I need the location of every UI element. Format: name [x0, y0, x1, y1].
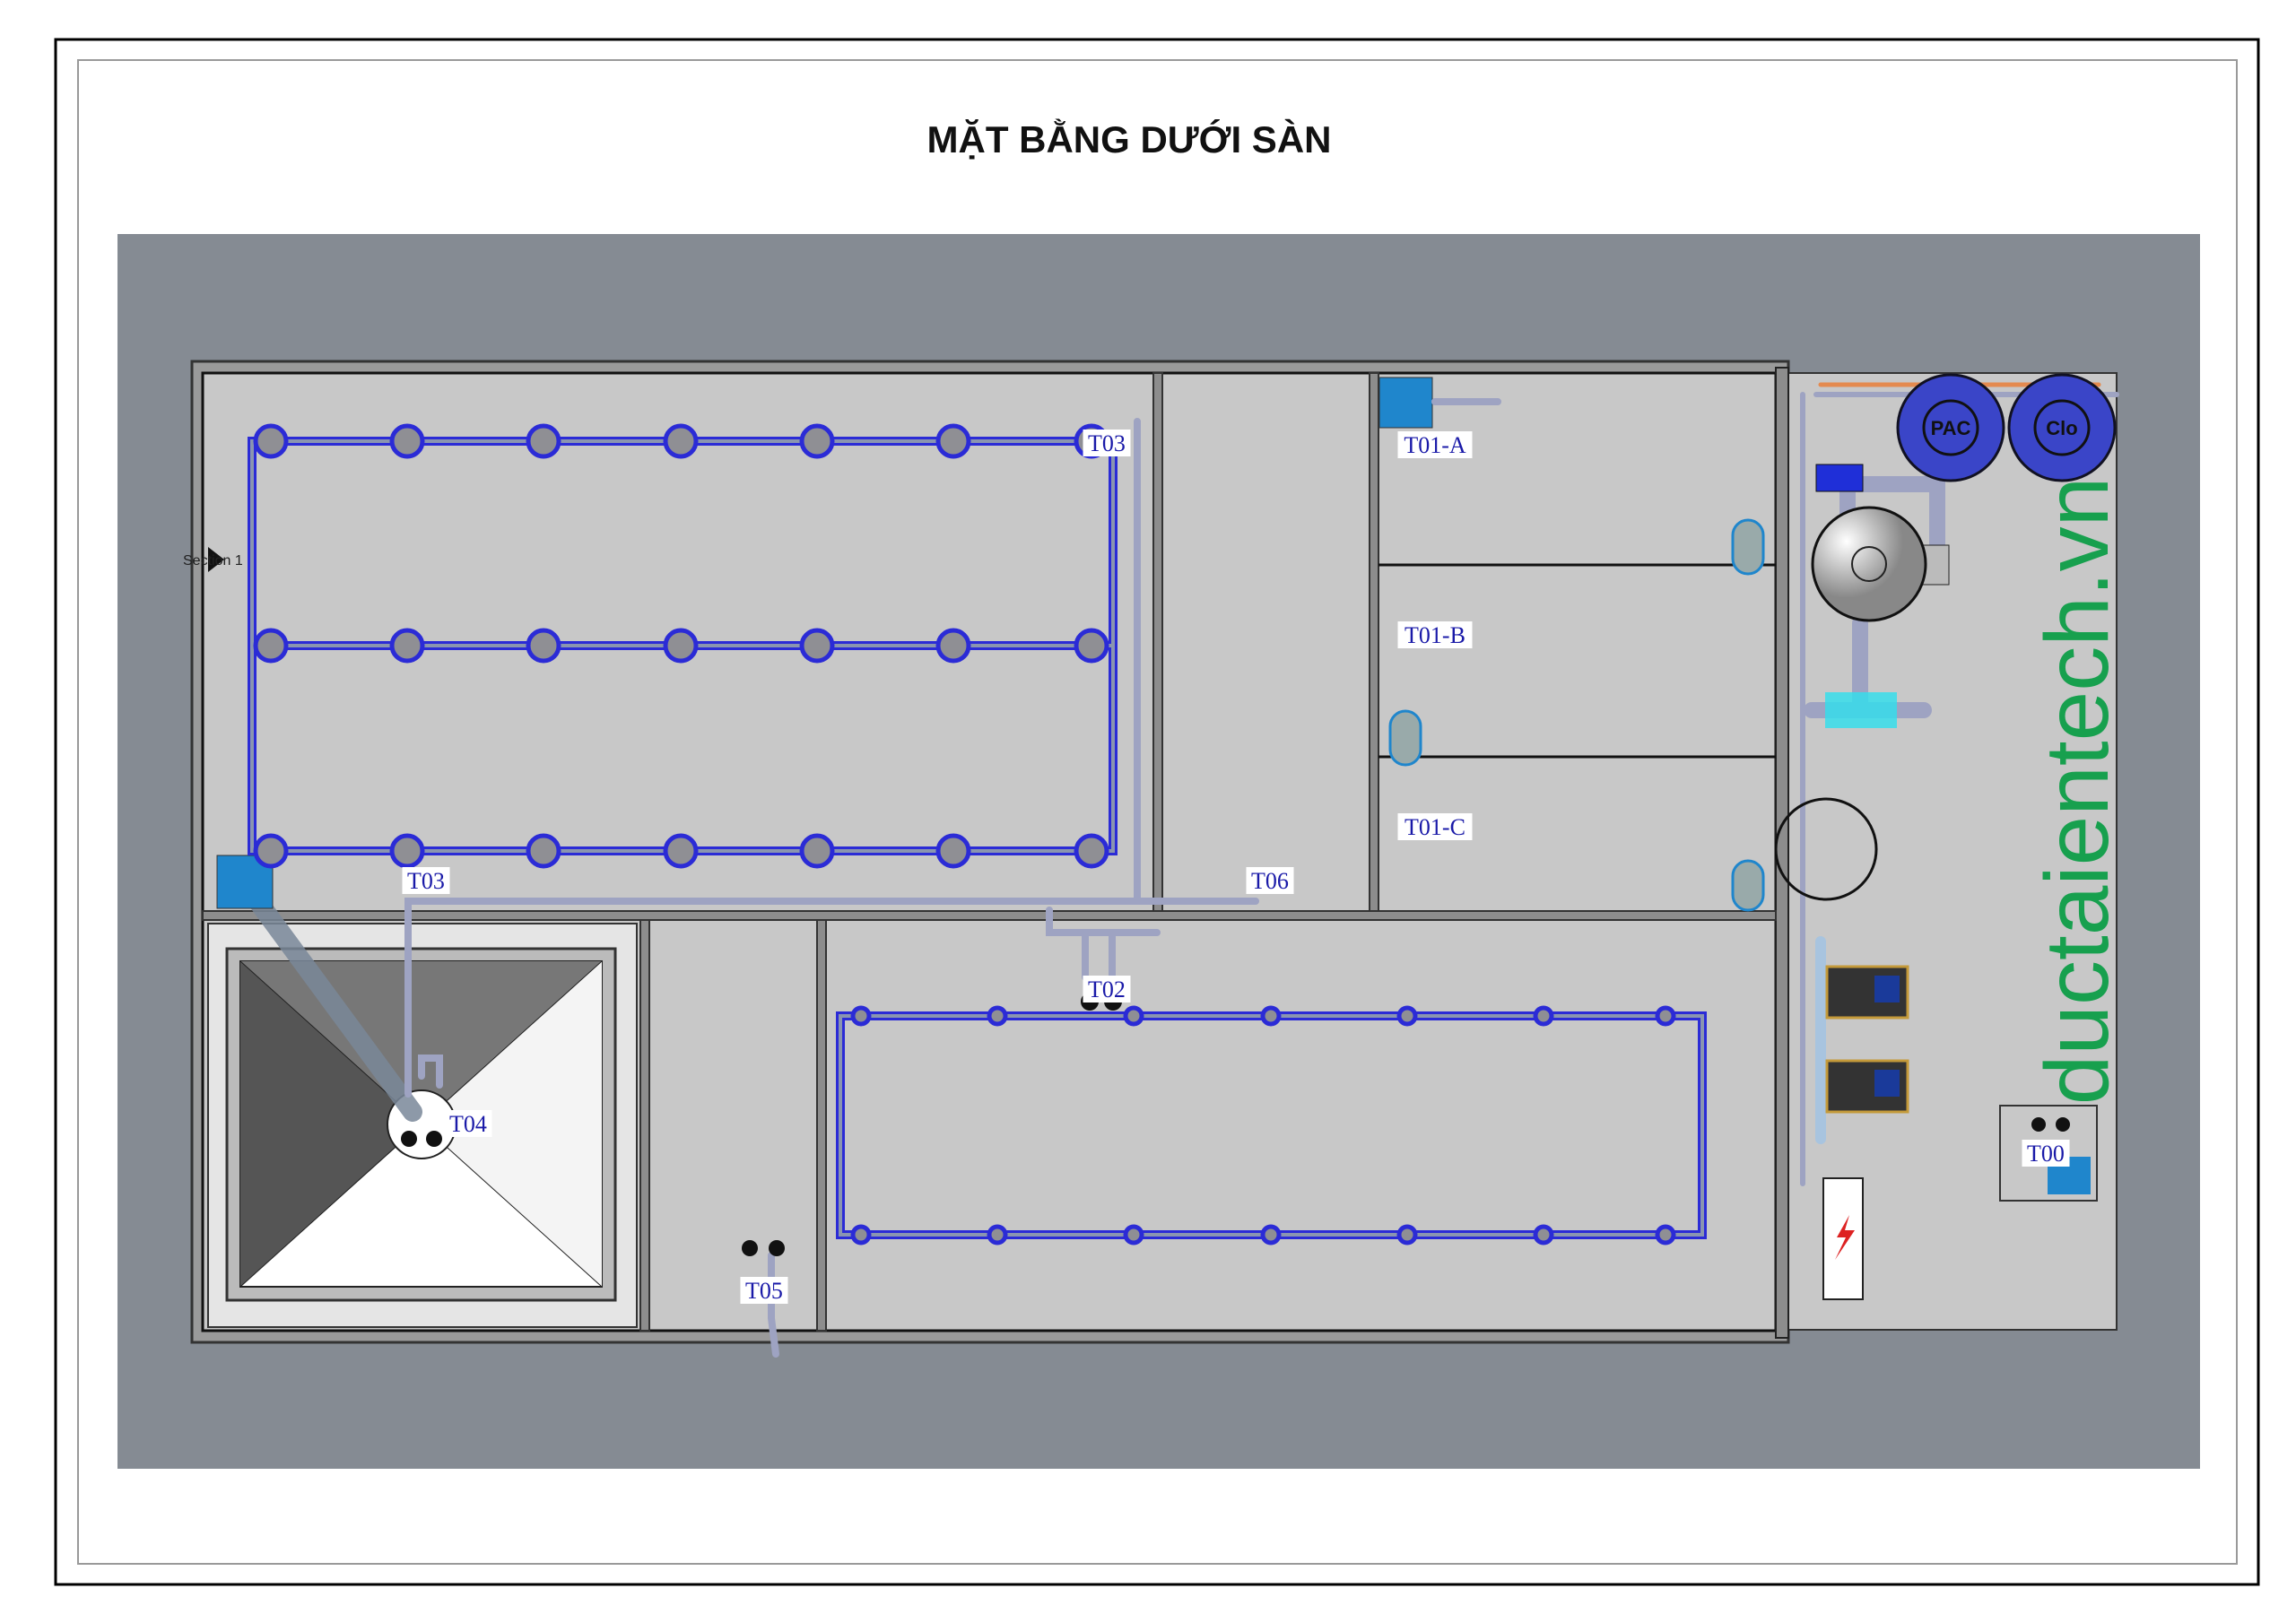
tank-label: T03	[407, 868, 445, 894]
diffuser	[1123, 1224, 1144, 1245]
diffuser	[1533, 1224, 1554, 1245]
svg-text:PAC: PAC	[1931, 417, 1971, 439]
flow-meter	[1825, 692, 1897, 728]
circle-outline	[1774, 797, 1878, 901]
pressure-filter-tank	[1811, 506, 1927, 622]
blower-2	[1825, 1059, 1909, 1114]
section-marker: Section 1	[183, 547, 243, 572]
diffuser	[799, 423, 835, 459]
diffuser	[526, 423, 561, 459]
label-t03-top: T03	[1083, 430, 1131, 456]
t05-pumps	[742, 1240, 785, 1256]
tank-label: T02	[1088, 976, 1126, 1002]
diffuser	[935, 628, 971, 664]
blower-1	[1825, 965, 1909, 1020]
tank-label: T05	[745, 1278, 783, 1304]
diffuser	[1260, 1005, 1282, 1027]
label-t05: T05	[740, 1277, 788, 1304]
chemical-tank-pac: PAC	[1896, 373, 2005, 482]
label-t02: T02	[1083, 976, 1131, 1002]
diffuser	[1074, 833, 1109, 869]
label-t00: T00	[2022, 1140, 2070, 1167]
pump-pit-t01a	[1378, 377, 1433, 429]
diffuser	[935, 833, 971, 869]
diffuser	[663, 423, 699, 459]
label-t03-bottom: T03	[402, 867, 450, 894]
tank-label: T01-C	[1405, 814, 1465, 840]
outer-frame	[54, 38, 2260, 1586]
diffuser	[526, 833, 561, 869]
tank-label: T01-A	[1404, 432, 1466, 458]
chemical-tank-clo: Clo	[2007, 373, 2117, 482]
diffuser	[987, 1005, 1008, 1027]
diffuser	[253, 833, 289, 869]
diffuser	[389, 423, 425, 459]
diffuser	[935, 423, 971, 459]
diffuser	[1074, 628, 1109, 664]
tank-label: T00	[2027, 1141, 2065, 1167]
diffuser	[1655, 1224, 1676, 1245]
diffuser	[799, 628, 835, 664]
label-t04: T04	[444, 1110, 492, 1137]
diffuser	[1533, 1005, 1554, 1027]
diffuser	[663, 833, 699, 869]
settling-tank-t04	[207, 882, 638, 1328]
label-t06: T06	[1246, 867, 1294, 894]
diffuser	[663, 628, 699, 664]
submersible-pumps	[1388, 518, 1765, 912]
diffuser	[389, 628, 425, 664]
diffuser	[799, 833, 835, 869]
diffuser	[1396, 1224, 1418, 1245]
partition-wall	[1775, 367, 1789, 1339]
diffuser	[1655, 1005, 1676, 1027]
tank-label: T06	[1251, 868, 1289, 894]
watermark: ductaientech.vn	[2027, 477, 2127, 1106]
inner-frame	[77, 59, 2238, 1565]
diffuser	[389, 833, 425, 869]
tank-label: T04	[449, 1111, 487, 1137]
diffuser	[1260, 1224, 1282, 1245]
diffuser	[253, 628, 289, 664]
label-t01c: T01-C	[1397, 813, 1473, 840]
svg-text:Section 1: Section 1	[183, 553, 243, 568]
motor	[1815, 464, 1864, 492]
svg-text:Clo: Clo	[2046, 417, 2077, 439]
diffuser-group	[253, 423, 1676, 1245]
drawing-title: MẶT BẰNG DƯỚI SÀN	[927, 117, 1332, 161]
label-t01a: T01-A	[1397, 431, 1473, 458]
diffuser	[850, 1005, 872, 1027]
diffuser	[526, 628, 561, 664]
diffuser	[1396, 1005, 1418, 1027]
label-t01b: T01-B	[1397, 621, 1473, 648]
partition-walls	[202, 372, 1777, 1332]
tank-label: T01-B	[1405, 622, 1465, 648]
tank-label: T03	[1088, 430, 1126, 456]
diffuser	[1123, 1005, 1144, 1027]
diffuser	[987, 1224, 1008, 1245]
diffuser	[850, 1224, 872, 1245]
diffuser	[253, 423, 289, 459]
electrical-panel	[1822, 1177, 1864, 1300]
